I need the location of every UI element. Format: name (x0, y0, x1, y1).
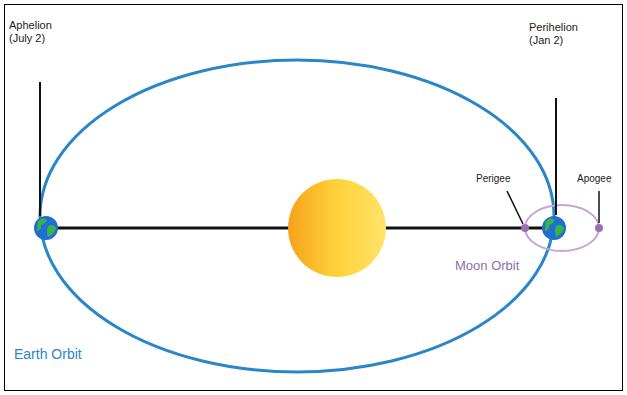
leader-line (598, 191, 600, 223)
leader-line (507, 191, 523, 224)
perigee-dot (521, 224, 529, 232)
moon-orbit (525, 205, 599, 251)
sun (288, 179, 386, 277)
apogee-dot (595, 224, 603, 232)
perihelion-label: Perihelion (Jan 2) (529, 21, 591, 47)
leader-line (555, 98, 557, 215)
aphelion-label: Aphelion (July 2) (9, 19, 65, 45)
moon-orbit-label: Moon Orbit (455, 258, 519, 274)
earth-symbol (34, 216, 58, 240)
frame (5, 5, 623, 391)
earth-orbit-label: Earth Orbit (14, 346, 82, 363)
perigee-label: Perigee (476, 173, 510, 185)
earth-symbol (542, 216, 566, 240)
apogee-label: Apogee (577, 173, 611, 185)
leader-line (39, 82, 41, 216)
earth-orbit (40, 60, 554, 372)
